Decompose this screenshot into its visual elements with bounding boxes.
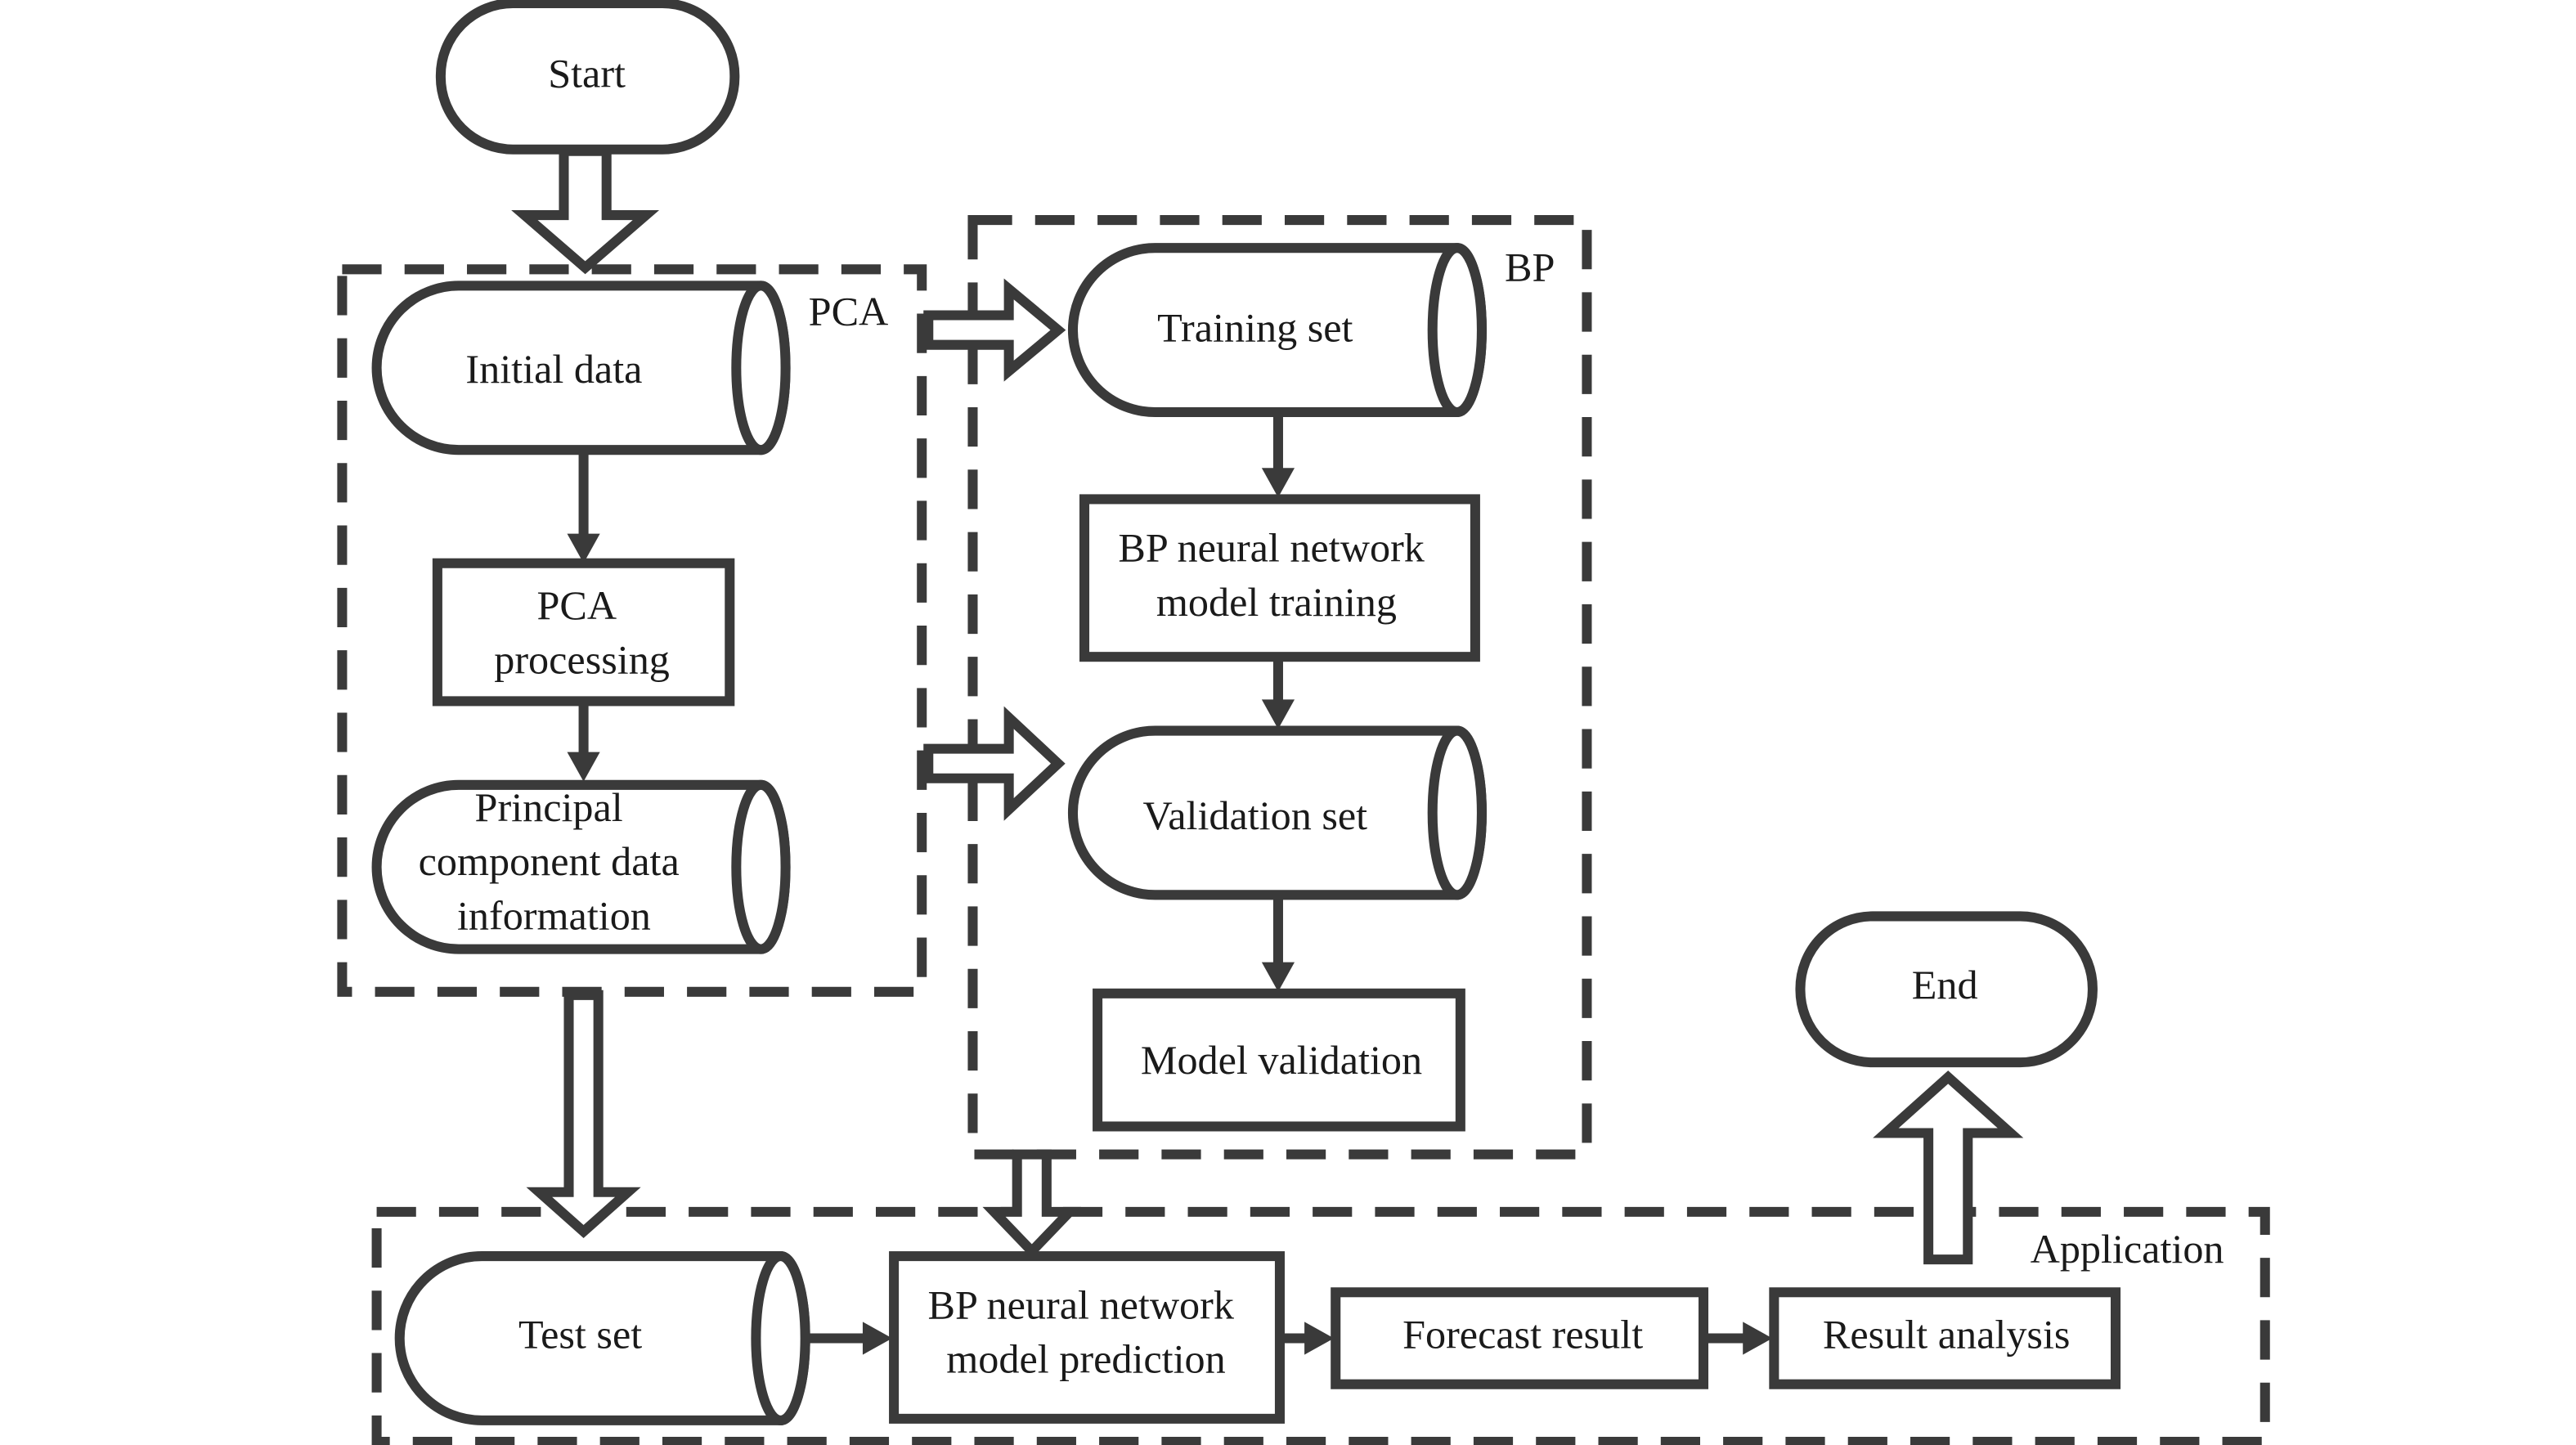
application-group-box — [371, 1206, 2270, 1445]
validation-to-model-arrowhead — [1261, 962, 1295, 992]
bp-to-prediction-arrow — [982, 1149, 1082, 1259]
pca-to-training-arrow — [923, 278, 1066, 382]
principal-component-line-3: information — [457, 893, 651, 939]
bp-to-validation-arrowhead — [1261, 699, 1295, 729]
result-analysis-label: Result analysis — [1823, 1312, 2071, 1357]
start-node — [435, 0, 740, 155]
forecast-result-label: Forecast result — [1402, 1312, 1643, 1357]
bp-training-line-1: BP neural network — [1118, 525, 1425, 571]
bp-prediction-label: BP neural network model prediction — [928, 1281, 1245, 1381]
model-validation-label: Model validation — [1141, 1037, 1422, 1083]
initial-data-node: Initial data — [371, 280, 791, 455]
bp-training-node — [1079, 494, 1480, 662]
pca-processing-line-1: PCA — [536, 582, 617, 628]
end-node — [1795, 911, 2098, 1068]
test-to-prediction-arrowhead — [862, 1322, 893, 1355]
pca-to-validation-arrow — [923, 706, 1066, 821]
principal-component-node: Principal component data information — [371, 779, 791, 954]
training-set-label: Training set — [1157, 305, 1353, 351]
start-to-pca-arrow — [511, 146, 660, 275]
principal-component-line-2: component data — [419, 838, 680, 884]
application-group-label: Application — [2031, 1226, 2224, 1272]
analysis-to-end-arrow — [1873, 1070, 2024, 1265]
prediction-to-forecast-arrowhead — [1304, 1322, 1335, 1355]
principal-component-line-1: Principal — [475, 784, 623, 830]
validation-set-node: Validation set — [1067, 725, 1487, 900]
pca-processing-label: PCA processing — [494, 582, 670, 682]
principal-component-label: Principal component data information — [419, 784, 690, 939]
end-label: End — [1912, 962, 1978, 1007]
pca-group-box — [337, 264, 927, 997]
training-set-node: Training set — [1067, 243, 1487, 418]
forecast-result-node — [1331, 1287, 1709, 1389]
pca-processing-node — [432, 558, 735, 707]
training-to-bp-arrowhead — [1261, 468, 1295, 498]
initial-to-pca-arrowhead — [567, 533, 600, 563]
pca-to-test-arrow — [526, 990, 641, 1239]
bp-group-label: BP — [1505, 244, 1555, 289]
test-set-node: Test set — [394, 1251, 810, 1425]
model-validation-node — [1093, 988, 1465, 1132]
bp-prediction-line-1: BP neural network — [928, 1281, 1235, 1327]
validation-set-label: Validation set — [1143, 792, 1368, 838]
result-analysis-node — [1769, 1287, 2121, 1389]
bp-prediction-node — [889, 1251, 1285, 1424]
start-label: Start — [548, 50, 626, 96]
pca-processing-line-2: processing — [494, 636, 670, 682]
bp-prediction-line-2: model prediction — [946, 1336, 1225, 1382]
test-set-label: Test set — [518, 1312, 642, 1357]
bp-group-box — [967, 215, 1592, 1160]
pca-to-principal-arrowhead — [567, 752, 600, 782]
initial-data-label: Initial data — [465, 346, 642, 392]
pca-group-label: PCA — [809, 289, 889, 334]
bp-training-line-2: model training — [1156, 579, 1397, 625]
forecast-to-analysis-arrowhead — [1743, 1322, 1773, 1355]
bp-training-label: BP neural network model training — [1118, 525, 1434, 625]
